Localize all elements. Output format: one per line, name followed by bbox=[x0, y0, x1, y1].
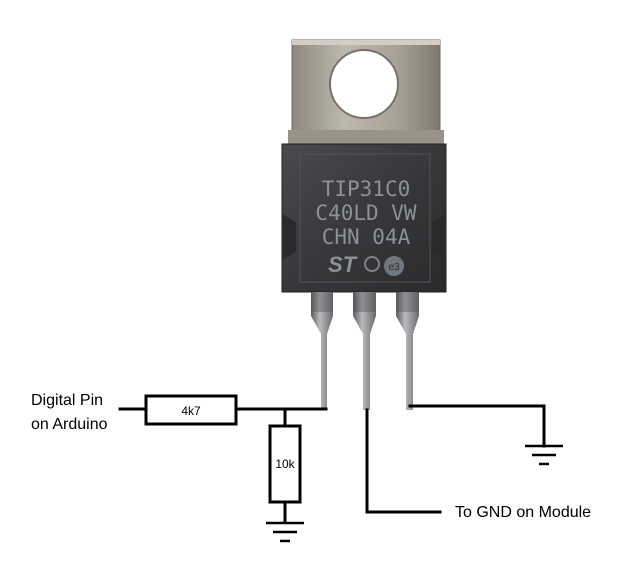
st-logo: ST bbox=[328, 252, 358, 277]
wires bbox=[118, 404, 546, 524]
molding-circle-icon bbox=[364, 256, 380, 272]
wire-collector bbox=[365, 408, 442, 514]
marking-line-2: C40LD VW bbox=[315, 201, 417, 225]
marking-line-3: CHN 04A bbox=[322, 225, 411, 249]
resistor-pulldown: 10k bbox=[268, 424, 302, 504]
ground-symbol-right bbox=[525, 444, 563, 466]
leg-base bbox=[311, 292, 333, 410]
e3-certification-icon: e3 bbox=[384, 256, 404, 276]
mounting-hole bbox=[329, 49, 399, 119]
transistor-legs bbox=[311, 292, 419, 410]
leg-collector bbox=[353, 292, 376, 410]
resistor-series: 4k7 bbox=[144, 394, 238, 426]
svg-text:e3: e3 bbox=[388, 262, 400, 273]
marking-line-1: TIP31C0 bbox=[322, 177, 411, 201]
resistor-pulldown-label: 10k bbox=[275, 457, 295, 471]
transistor-image: TIP31C0 C40LD VW CHN 04A ST e3 bbox=[281, 39, 447, 410]
input-label-line2: on Arduino bbox=[31, 416, 108, 433]
leg-emitter bbox=[396, 292, 419, 410]
ground-symbol-left bbox=[266, 521, 304, 543]
input-label-line1: Digital Pin bbox=[31, 392, 103, 409]
wire-emitter bbox=[408, 404, 546, 448]
output-label: To GND on Module bbox=[455, 504, 591, 521]
svg-text:ST: ST bbox=[328, 252, 358, 277]
resistor-series-label: 4k7 bbox=[181, 404, 201, 418]
